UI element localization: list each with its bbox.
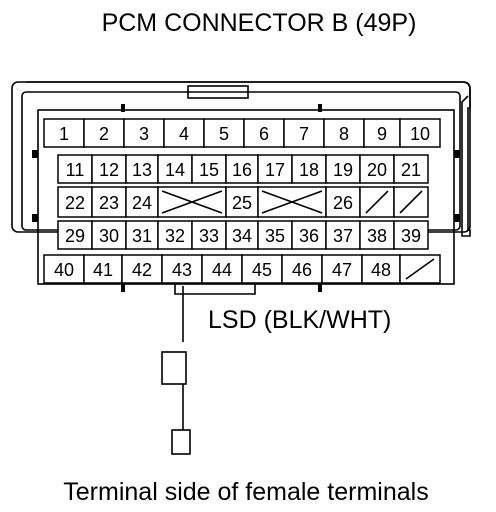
pin-cell-18 (291, 154, 327, 184)
slash-mark (365, 190, 389, 214)
pin-label-31: 31 (132, 226, 152, 246)
pin-label-22: 22 (65, 193, 85, 213)
pin-cell-6 (243, 118, 285, 148)
pin-cell-36 (291, 220, 327, 250)
pin-label-45: 45 (252, 260, 272, 280)
pin-cell-21 (393, 154, 429, 184)
pin-label-9: 9 (377, 124, 387, 144)
pin-cell-8 (323, 118, 365, 148)
pin-label-12: 12 (99, 160, 119, 180)
pin-label-25: 25 (232, 193, 252, 213)
pin-label-21: 21 (401, 160, 421, 180)
pin-cell-15 (191, 154, 227, 184)
pin-label-35: 35 (265, 226, 285, 246)
empty-cavity-cross (257, 186, 327, 218)
pin-cell-24 (125, 186, 159, 218)
pin-cell-17 (257, 154, 293, 184)
cross-mark (161, 190, 223, 214)
pin-cell-20 (359, 154, 395, 184)
pin-label-3: 3 (139, 124, 149, 144)
pin-label-17: 17 (265, 160, 285, 180)
pin-label-47: 47 (332, 260, 352, 280)
pin-label-24: 24 (132, 193, 152, 213)
pin-label-11: 11 (66, 160, 85, 180)
pin-cell-9 (363, 118, 401, 148)
pin-cell-41 (83, 254, 123, 284)
pin-cell-47 (321, 254, 363, 284)
pin-label-20: 20 (367, 160, 387, 180)
pin-label-39: 39 (401, 226, 421, 246)
pin-label-18: 18 (299, 160, 319, 180)
cross-mark (261, 190, 323, 214)
pin-label-32: 32 (165, 226, 185, 246)
pin-cell-32 (157, 220, 193, 250)
pin-label-36: 36 (299, 226, 319, 246)
pin-cell-4 (163, 118, 205, 148)
pin-label-23: 23 (99, 193, 119, 213)
pin-label-38: 38 (367, 226, 387, 246)
pin-cell-11 (57, 154, 93, 184)
pin-label-43: 43 (172, 260, 192, 280)
pin-cell-10 (399, 118, 441, 148)
pin-label-48: 48 (371, 260, 391, 280)
pin-cell-7 (283, 118, 325, 148)
pin-cell-19 (325, 154, 361, 184)
pin-cell-3 (123, 118, 165, 148)
pin-label-1: 1 (59, 124, 69, 144)
pin-cell-25 (225, 186, 259, 218)
pin-label-46: 46 (292, 260, 312, 280)
pin-cell-48 (361, 254, 401, 284)
test-probe-icon (161, 351, 191, 455)
pin-label-16: 16 (232, 160, 252, 180)
pin-label-26: 26 (333, 193, 353, 213)
pin-label-33: 33 (199, 226, 219, 246)
pin-label-15: 15 (199, 160, 219, 180)
pin-cell-39 (393, 220, 429, 250)
pin-label-5: 5 (219, 124, 229, 144)
pin-cell-38 (359, 220, 395, 250)
pin-cell-30 (91, 220, 127, 250)
pin-label-6: 6 (259, 124, 269, 144)
pin-cell-43 (161, 254, 203, 284)
pin-label-37: 37 (333, 226, 353, 246)
pin-label-10: 10 (410, 124, 430, 144)
pin-cell-2 (83, 118, 125, 148)
lsd-label: LSD (BLK/WHT) (208, 306, 391, 334)
slash-mark (399, 190, 423, 214)
footer-caption: Terminal side of female terminals (63, 478, 428, 506)
pin-label-42: 42 (132, 260, 152, 280)
diagram-title: PCM CONNECTOR B (49P) (102, 9, 417, 37)
pin-label-41: 41 (93, 260, 113, 280)
pin-label-14: 14 (165, 160, 185, 180)
pin-label-8: 8 (339, 124, 349, 144)
pin-cell-5 (203, 118, 245, 148)
pin-label-34: 34 (232, 226, 252, 246)
pin-label-40: 40 (54, 260, 74, 280)
pin-cell-45 (241, 254, 283, 284)
pin-label-19: 19 (333, 160, 353, 180)
pin-label-29: 29 (65, 226, 85, 246)
slash-mark (405, 258, 435, 280)
pin-label-7: 7 (299, 124, 309, 144)
pin-label-30: 30 (99, 226, 119, 246)
pin-label-13: 13 (132, 160, 152, 180)
pin-cell-16 (225, 154, 259, 184)
pin-cell-34 (225, 220, 259, 250)
pin-label-2: 2 (99, 124, 109, 144)
pin-label-4: 4 (179, 124, 189, 144)
pin-label-44: 44 (212, 260, 232, 280)
pin-cell-14 (157, 154, 193, 184)
